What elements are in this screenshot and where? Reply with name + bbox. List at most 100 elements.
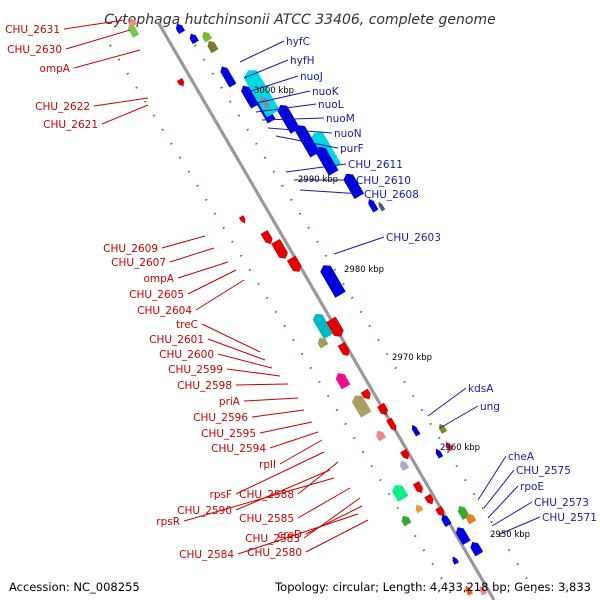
gene-feature [202, 31, 213, 43]
gene-feature [412, 481, 423, 494]
gene-arrow [441, 514, 452, 527]
gene-arrow [360, 388, 371, 400]
gene-feature [351, 395, 372, 418]
gene-leader-line [65, 29, 131, 50]
gene-label-left: CHU_2583 [245, 533, 300, 545]
gene-leader-line [333, 236, 385, 255]
gene-feature [207, 40, 219, 54]
gene-feature [368, 198, 379, 213]
gene-label-left: CHU_2630 [7, 44, 62, 56]
gene-leader-line [195, 279, 245, 311]
gene-arrow [386, 417, 397, 432]
gene-arrow [207, 40, 219, 54]
gene-leader-line [169, 247, 215, 263]
gene-leader-line [247, 75, 299, 93]
gene-leader-line [279, 439, 323, 465]
gene-arrow [243, 70, 280, 118]
gene-label-right: CHU_2575 [516, 465, 571, 477]
gene-feature [455, 527, 471, 546]
gene-feature [435, 448, 444, 459]
gene-arrow [337, 341, 350, 357]
gene-feature [457, 505, 470, 521]
gene-feature [260, 229, 273, 245]
gene-leader-line [101, 104, 149, 125]
scale-label: 3000 kbp [254, 86, 294, 96]
map-title: Cytophaga hutchinsonii ATCC 33406, compl… [104, 12, 495, 28]
gene-label-left: ompA [39, 63, 70, 75]
gene-arrow [238, 215, 246, 224]
gene-label-left: CHU_2622 [35, 101, 90, 113]
gene-leader-line [255, 103, 317, 113]
gene-feature [424, 493, 434, 505]
gene-arrow [335, 373, 351, 390]
gene-arrow [260, 95, 271, 110]
gene-label-right: kdsA [468, 383, 494, 395]
gene-feature [312, 313, 334, 340]
gene-label-right: nuoJ [300, 71, 323, 83]
gene-arrow [424, 493, 434, 505]
gene-arrow [317, 337, 329, 349]
gene-arrow [377, 402, 389, 416]
gene-leader-line [235, 383, 289, 386]
gene-leader-line [217, 353, 273, 369]
gene-label-right: CHU_2611 [348, 159, 403, 171]
gene-label-right: CHU_2603 [386, 232, 441, 244]
gene-label-left: CHU_2607 [111, 257, 166, 269]
gene-feature [335, 373, 351, 390]
scale-label: 2950 kbp [490, 530, 530, 540]
gene-feature [128, 18, 138, 28]
gene-label-left: CHU_2584 [179, 549, 234, 561]
gene-leader-line [251, 409, 305, 418]
gene-leader-line [63, 19, 125, 30]
gene-arrow [455, 527, 471, 546]
gene-feature [189, 33, 199, 45]
gene-label-left: creD [278, 529, 302, 541]
gene-arrow [470, 541, 484, 557]
gene-feature [238, 215, 246, 224]
gene-feature [378, 201, 386, 212]
gene-feature [479, 585, 487, 596]
gene-arrow [220, 66, 237, 88]
gene-leader-line [275, 135, 339, 149]
gene-label-right: nuoN [334, 128, 362, 140]
gene-label-left: CHU_2631 [5, 24, 60, 36]
gene-feature [452, 556, 459, 565]
gene-feature [376, 430, 387, 442]
gene-feature [465, 585, 473, 596]
gene-arrow [466, 513, 477, 525]
gene-tracks [128, 18, 487, 596]
gene-label-right: nuoL [318, 99, 344, 111]
gene-label-left: CHU_2596 [193, 412, 248, 424]
gene-label-left: CHU_2601 [149, 334, 204, 346]
gene-label-right: cheA [508, 451, 535, 463]
gene-feature [128, 23, 140, 38]
gene-leader-line [299, 189, 363, 195]
gene-label-left: CHU_2609 [103, 243, 158, 255]
gene-arrow [312, 313, 334, 340]
gene-feature [317, 337, 329, 349]
gene-feature [286, 255, 302, 272]
gene-feature [400, 448, 410, 460]
gene-arrow [412, 481, 423, 494]
gene-label-left: rpsR [156, 516, 180, 528]
genome-summary-text: Topology: circular; Length: 4,433,218 bp… [275, 580, 591, 594]
gene-label-right: hyfC [286, 36, 310, 48]
gene-arrow [315, 147, 339, 176]
gene-feature [295, 125, 320, 158]
gene-leader-line [499, 516, 541, 535]
gene-leader-line [235, 451, 325, 495]
gene-leader-line [243, 397, 299, 402]
gene-arrow [260, 229, 273, 245]
gene-arrow [378, 201, 386, 212]
gene-arrow [189, 33, 199, 45]
gene-leader-line [267, 127, 333, 134]
gene-feature [326, 316, 344, 337]
gene-leader-line [93, 97, 149, 107]
gene-leader-line [183, 477, 335, 522]
gene-leader-line [187, 269, 237, 295]
gene-feature [401, 515, 412, 527]
gene-leader-line [427, 387, 467, 417]
gene-feature [438, 423, 448, 434]
gene-label-right: purF [340, 143, 364, 155]
